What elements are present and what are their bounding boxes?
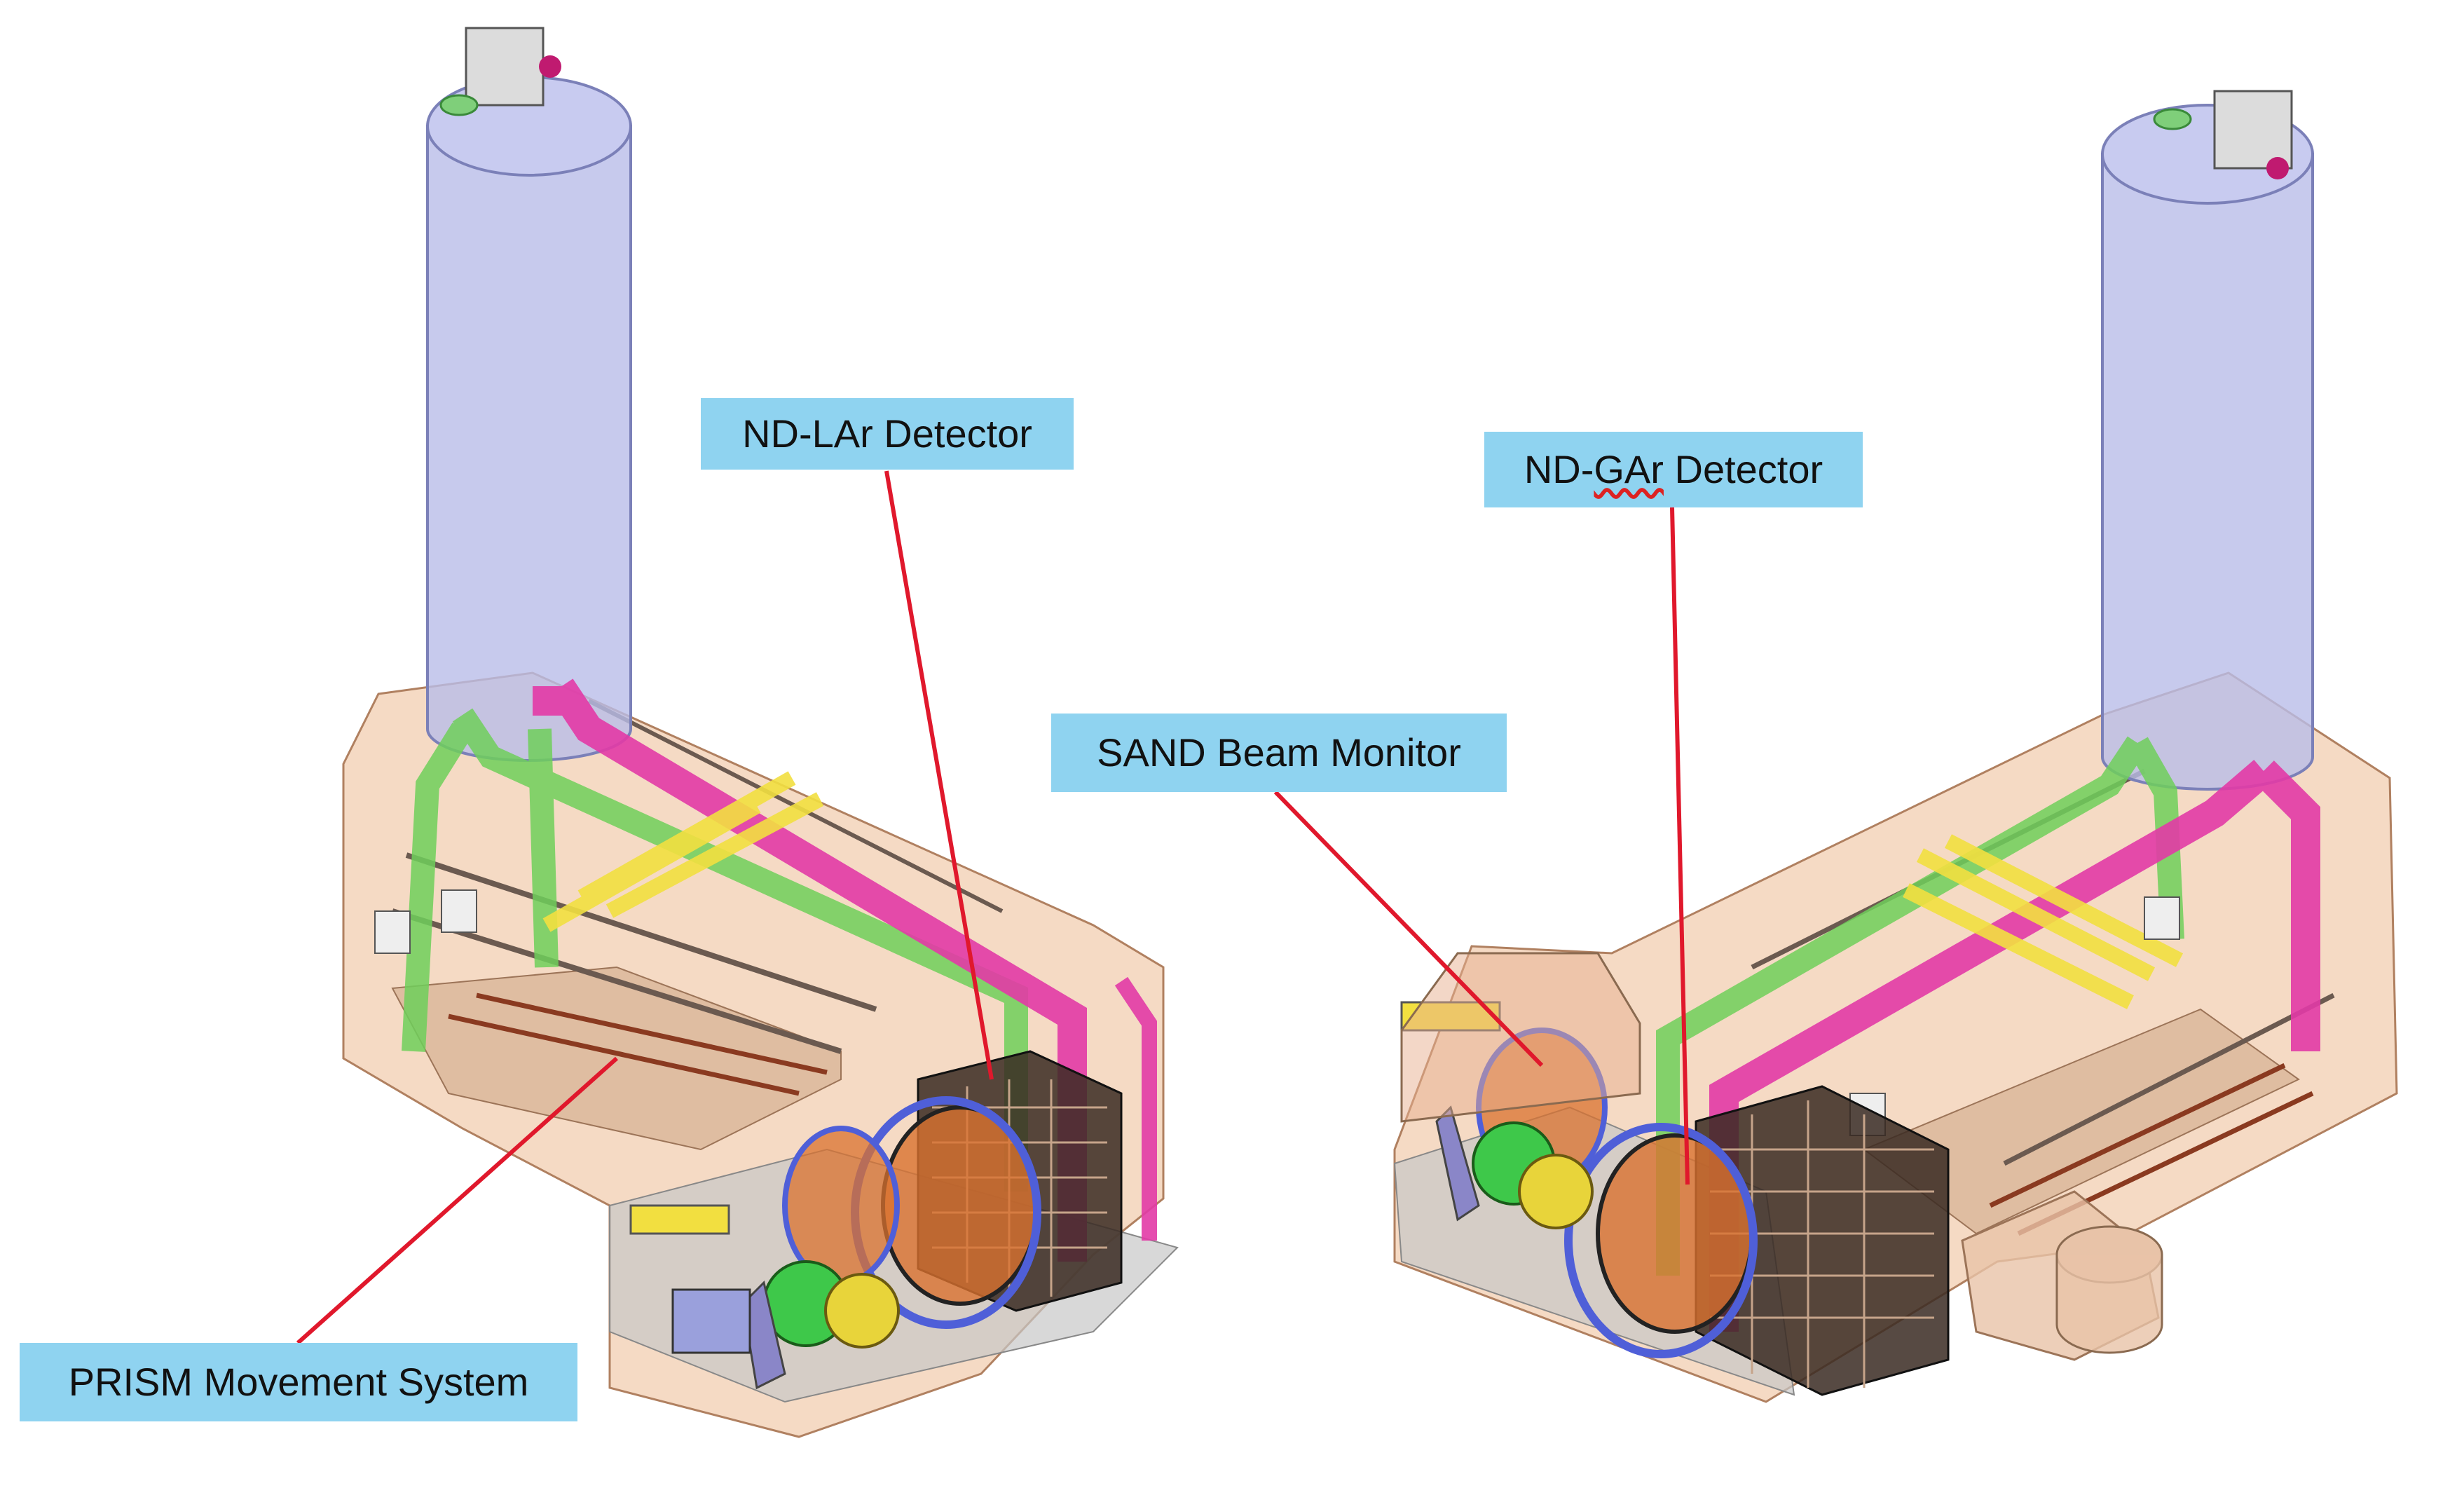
left-tank-port-green xyxy=(439,94,479,116)
pointer-ndgar xyxy=(1670,507,1690,1185)
left-magenta-branch xyxy=(1114,976,1157,1241)
sand-beam-monitor-text: SAND Beam Monitor xyxy=(1097,730,1461,774)
pointer-ndlar xyxy=(884,470,994,1080)
left-tank-port-magenta xyxy=(539,55,561,78)
left-component-1 xyxy=(374,910,411,954)
nd-gar-detector-label: ND-GAr Detector xyxy=(1484,432,1863,507)
right-rail-2 xyxy=(2003,992,2335,1166)
right-tank-port-magenta xyxy=(2266,157,2289,179)
left-rail-4 xyxy=(391,908,842,1054)
left-sand-disc-orange xyxy=(782,1126,900,1285)
pointer-lines xyxy=(296,470,1690,1345)
sand-beam-monitor-label: SAND Beam Monitor xyxy=(1051,714,1507,792)
right-yellow-rails xyxy=(1903,834,2184,1009)
nd-lar-detector-text: ND-LAr Detector xyxy=(742,411,1032,456)
left-component-2 xyxy=(441,889,477,933)
right-tunnel-cylinder-body xyxy=(2055,1255,2163,1354)
left-electronics-rack xyxy=(671,1288,751,1354)
right-component-1 xyxy=(2144,896,2180,940)
right-yellow-disc xyxy=(1518,1154,1594,1229)
nd-lar-detector-label: ND-LAr Detector xyxy=(701,398,1074,470)
right-rail-3 xyxy=(1989,1063,2286,1208)
right-tank-cap xyxy=(2213,90,2293,170)
nd-gar-prefix-text: ND- xyxy=(1524,447,1594,491)
left-rail-2 xyxy=(476,992,828,1075)
nd-gar-word-text: GAr xyxy=(1594,447,1664,491)
right-assembly xyxy=(1393,90,2398,1403)
nd-gar-suffix-text: Detector xyxy=(1663,447,1823,491)
right-tank xyxy=(2101,153,2314,791)
right-sand-housing xyxy=(1400,952,1641,1123)
left-rail-3 xyxy=(405,852,877,1012)
left-rail-1 xyxy=(448,1013,800,1096)
pointer-prism xyxy=(296,1056,618,1345)
left-yellow-disc xyxy=(824,1273,900,1349)
prism-movement-system-text: PRISM Movement System xyxy=(68,1360,529,1404)
left-yellow-frame xyxy=(629,1204,730,1235)
left-assembly xyxy=(342,27,1179,1438)
right-tank-port-green xyxy=(2153,108,2192,130)
pointer-sand xyxy=(1273,790,1544,1067)
left-tank xyxy=(426,125,632,762)
prism-movement-system-label: PRISM Movement System xyxy=(20,1343,577,1421)
left-tank-cap xyxy=(465,27,545,107)
left-yellow-rails xyxy=(542,771,824,932)
right-gar-ring-blue xyxy=(1564,1123,1758,1358)
